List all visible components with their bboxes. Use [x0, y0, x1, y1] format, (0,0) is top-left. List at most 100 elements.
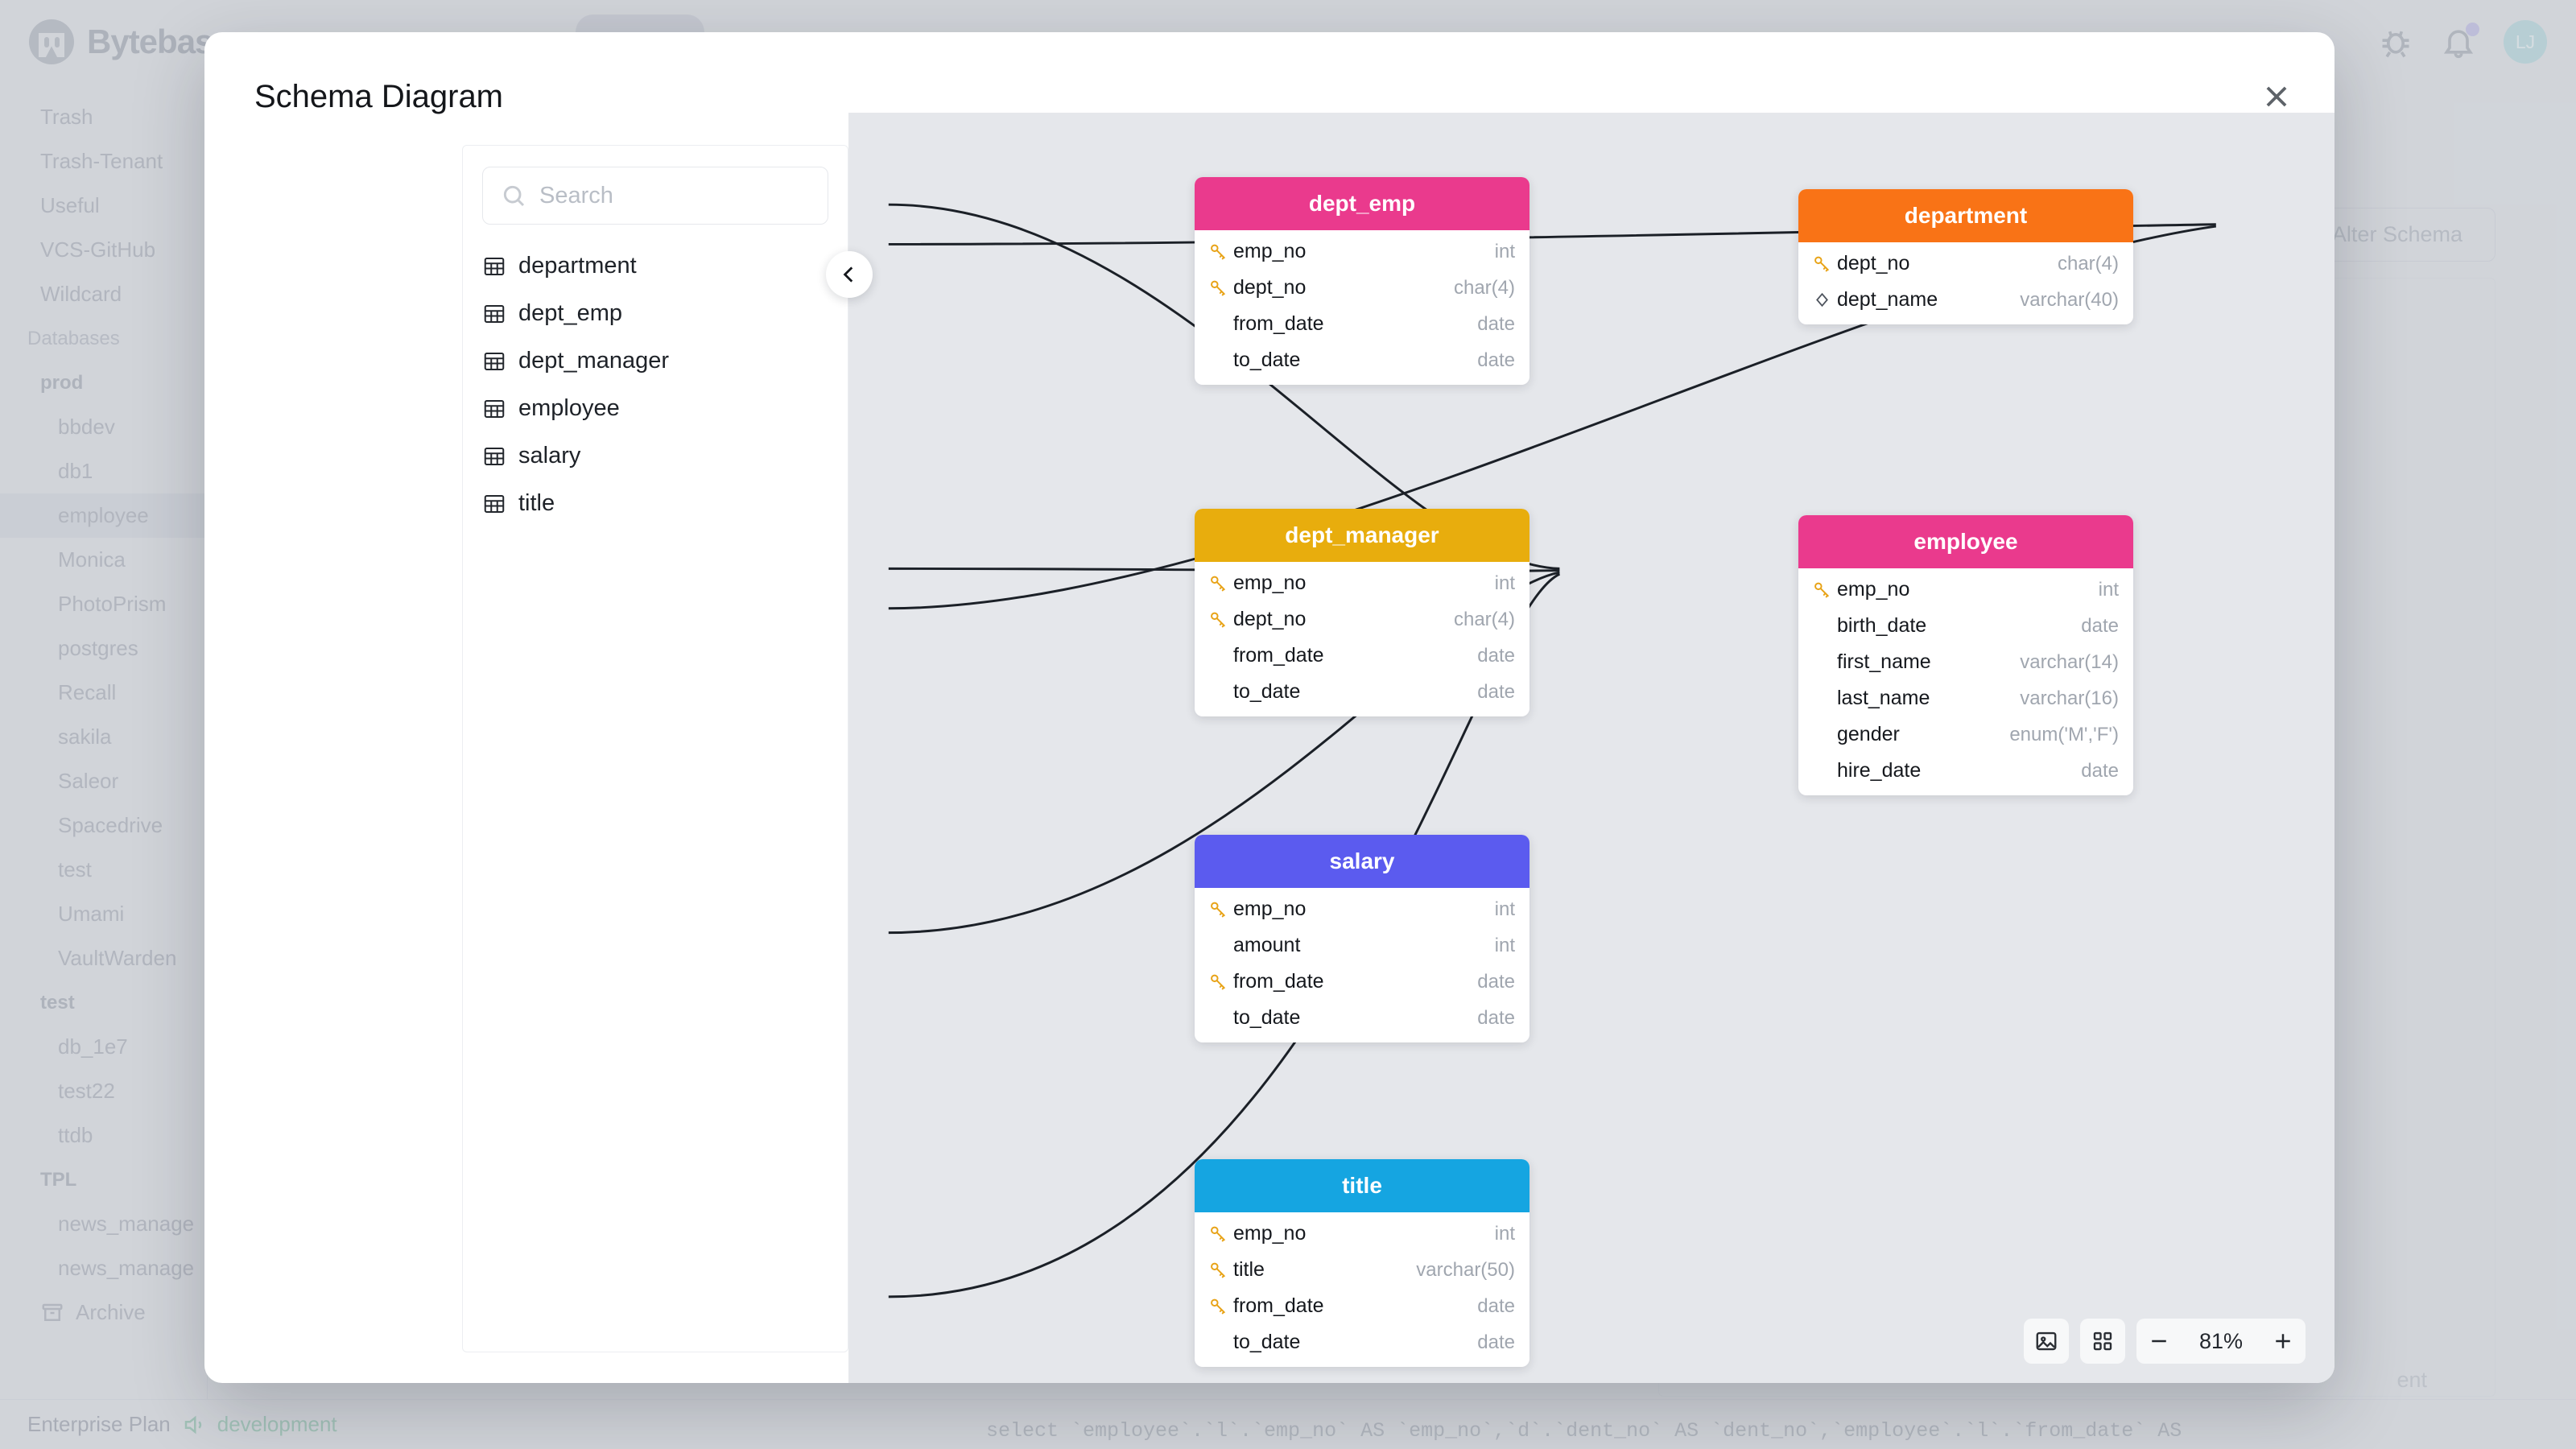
grid-icon[interactable]	[2080, 1319, 2125, 1364]
sidebar-item-label: Wildcard	[40, 282, 122, 306]
key-icon	[1206, 1260, 1230, 1280]
list-item[interactable]: employee	[463, 385, 848, 432]
sidebar-item-db1[interactable]: db1	[0, 449, 207, 493]
sidebar-item-tpl[interactable]: TPL	[0, 1158, 207, 1202]
sidebar-item-db-1e7[interactable]: db_1e7	[0, 1025, 207, 1069]
sidebar-item-trash-tenant[interactable]: Trash-Tenant	[0, 139, 207, 184]
table-icon	[482, 397, 506, 421]
alter-schema-button[interactable]: Alter Schema	[2298, 208, 2496, 262]
sidebar-item-test[interactable]: test	[0, 980, 207, 1025]
sidebar-item-label: bbdev	[58, 415, 115, 439]
list-item[interactable]: department	[463, 242, 848, 290]
sidebar-item-photoprism[interactable]: PhotoPrism	[0, 582, 207, 626]
bug-icon[interactable]	[2378, 24, 2413, 60]
column-type: int	[1494, 1222, 1515, 1245]
sidebar-item-label: ttdb	[58, 1123, 93, 1147]
sidebar-item-test[interactable]: test	[0, 848, 207, 892]
sidebar-item-saleor[interactable]: Saleor	[0, 759, 207, 803]
table-node-title: department	[1798, 189, 2133, 242]
column-name: dept_name	[1837, 288, 1938, 311]
sidebar-item-monica[interactable]: Monica	[0, 538, 207, 582]
column-type: date	[1477, 970, 1515, 993]
sidebar-item-label: prod	[40, 371, 84, 394]
sidebar-item-postgres[interactable]: postgres	[0, 626, 207, 671]
collapse-panel-button[interactable]	[826, 251, 873, 298]
sidebar-item-news-manage[interactable]: news_manage	[0, 1202, 207, 1246]
list-item[interactable]: dept_manager	[463, 337, 848, 385]
sidebar-item-trash[interactable]: Trash	[0, 95, 207, 139]
plus-icon[interactable]	[2260, 1319, 2306, 1364]
column-type: int	[1494, 934, 1515, 956]
column-name: to_date	[1233, 349, 1301, 371]
sidebar-item-prod[interactable]: prod	[0, 361, 207, 405]
sidebar-item-wildcard[interactable]: Wildcard	[0, 272, 207, 316]
search-box[interactable]	[482, 167, 828, 225]
app-footer: Enterprise Plan development	[0, 1399, 2576, 1449]
sidebar-item-label: Spacedrive	[58, 813, 163, 837]
table-node-title: employee	[1798, 515, 2133, 568]
list-item[interactable]: dept_emp	[463, 290, 848, 337]
list-item-label: department	[518, 253, 637, 279]
sidebar-item-archive[interactable]: Archive	[0, 1290, 207, 1335]
sidebar-item-spacedrive[interactable]: Spacedrive	[0, 803, 207, 848]
avatar[interactable]: LJ	[2504, 20, 2547, 64]
table-node-title: dept_emp	[1195, 177, 1530, 230]
sidebar-item-vcs-github[interactable]: VCS-GitHub	[0, 228, 207, 272]
image-icon[interactable]	[2024, 1319, 2069, 1364]
list-item[interactable]: title	[463, 480, 848, 527]
sidebar-item-test22[interactable]: test22	[0, 1069, 207, 1113]
sidebar-item-bbdev[interactable]: bbdev	[0, 405, 207, 449]
minus-icon[interactable]	[2136, 1319, 2182, 1364]
column-type: varchar(40)	[2020, 288, 2119, 311]
sidebar-item-recall[interactable]: Recall	[0, 671, 207, 715]
close-icon[interactable]	[2251, 71, 2302, 122]
sidebar-item-news-manage[interactable]: news_manage	[0, 1246, 207, 1290]
zoom-control-group: 81%	[2136, 1319, 2306, 1364]
list-item[interactable]: salary	[463, 432, 848, 480]
bell-icon[interactable]	[2441, 23, 2479, 60]
sidebar-item-label: Recall	[58, 680, 117, 704]
sidebar-item-vaultwarden[interactable]: VaultWarden	[0, 936, 207, 980]
column-name: emp_no	[1233, 240, 1307, 262]
key-icon	[1206, 242, 1230, 262]
column-type: enum('M','F')	[2009, 723, 2119, 745]
sidebar-item-label: Archive	[76, 1300, 146, 1324]
key-icon	[1206, 1224, 1230, 1244]
sidebar-item-label: Trash	[40, 105, 93, 129]
column-name: emp_no	[1837, 578, 1910, 601]
column-type: date	[1477, 1331, 1515, 1353]
sidebar-item-employee[interactable]: employee	[0, 493, 207, 538]
sidebar-item-label: db_1e7	[58, 1034, 128, 1059]
sidebar-item-umami[interactable]: Umami	[0, 892, 207, 936]
column-type: date	[1477, 644, 1515, 667]
search-input[interactable]	[539, 182, 810, 209]
sidebar-item-ttdb[interactable]: ttdb	[0, 1113, 207, 1158]
key-icon	[1206, 573, 1230, 593]
sidebar-item-databases: Databases	[0, 316, 207, 361]
column-name: dept_no	[1837, 252, 1910, 275]
sidebar-item-sakila[interactable]: sakila	[0, 715, 207, 759]
sidebar-item-useful[interactable]: Useful	[0, 184, 207, 228]
notification-badge	[2466, 23, 2479, 36]
column-type: date	[1477, 312, 1515, 335]
sidebar-item-label: Saleor	[58, 769, 119, 793]
column-type: date	[1477, 680, 1515, 703]
